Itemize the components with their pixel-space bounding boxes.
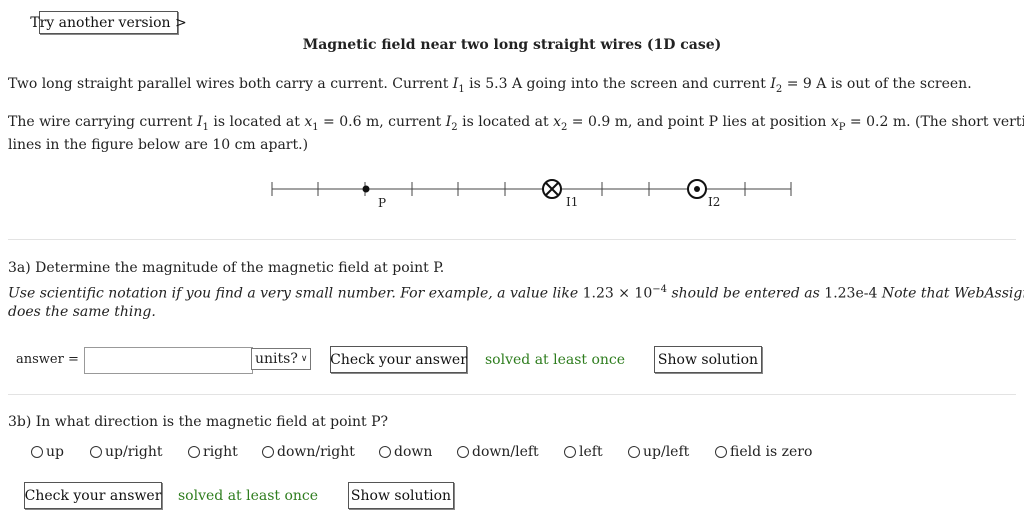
part-b-show-solution-button[interactable]: Show solution [348,482,454,509]
radio-down[interactable]: down [379,444,432,460]
current-out-of-screen-icon [687,179,707,199]
radio-right[interactable]: right [188,444,238,460]
radio-up-right[interactable]: up/right [90,444,162,460]
radio-circle[interactable] [90,446,102,458]
divider [8,394,1016,395]
radio-circle[interactable] [379,446,391,458]
radio-up[interactable]: up [31,444,64,460]
part-a-show-solution-button[interactable]: Show solution [654,346,762,373]
part-b-question: 3b) In what direction is the magnetic fi… [8,414,389,430]
radio-down-right[interactable]: down/right [262,444,355,460]
radio-circle[interactable] [628,446,640,458]
current-into-screen-icon [542,179,562,199]
radio-down-left[interactable]: down/left [457,444,539,460]
point-p-marker [362,185,370,193]
radio-left[interactable]: left [564,444,603,460]
part-a-hint: Use scientific notation if you find a ve… [8,284,1024,302]
radio-up-left[interactable]: up/left [628,444,689,460]
part-a-hint-line-2: does the same thing. [8,304,156,320]
radio-field-is-zero[interactable]: field is zero [715,444,812,460]
wire1-label: I1 [566,195,578,209]
intro-paragraph-2: The wire carrying current I1 is located … [8,114,1024,133]
radio-circle[interactable] [457,446,469,458]
radio-circle[interactable] [188,446,200,458]
units-select-label: units? [255,351,298,367]
intro-paragraph-3: lines in the figure below are 10 cm apar… [8,137,309,153]
radio-circle[interactable] [31,446,43,458]
radio-circle[interactable] [262,446,274,458]
intro-paragraph-1: Two long straight parallel wires both ca… [8,76,972,95]
wire2-label: I2 [708,195,720,209]
answer-input[interactable] [84,347,253,374]
divider [8,239,1016,240]
answer-label: answer = [16,352,79,367]
page-title: Magnetic field near two long straight wi… [302,37,722,53]
try-another-version-button[interactable]: Try another version > [30,11,187,34]
radio-circle[interactable] [564,446,576,458]
chevron-down-icon: ∨ [300,354,308,364]
tick-marks [271,182,792,196]
wire-figure: P I1 I2 [271,179,792,210]
part-b-status: solved at least once [178,488,319,504]
point-p-label: P [378,196,386,210]
part-a-question: 3a) Determine the magnitude of the magne… [8,260,445,276]
units-select[interactable]: units? ∨ [251,348,311,370]
part-a-check-answer-button[interactable]: Check your answer [330,346,467,373]
part-b-check-answer-button[interactable]: Check your answer [24,482,162,509]
radio-circle[interactable] [715,446,727,458]
part-a-status: solved at least once [485,352,626,368]
